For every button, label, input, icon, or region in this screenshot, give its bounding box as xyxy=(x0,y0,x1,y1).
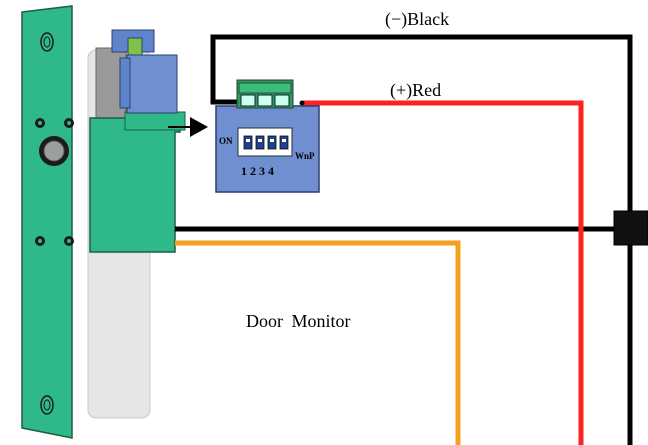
top-slot-hole xyxy=(40,32,54,52)
terminal-screws xyxy=(240,94,290,107)
connection-arrow-icon xyxy=(190,117,208,137)
bottom-slot-hole xyxy=(40,395,54,415)
black-wire-top xyxy=(210,34,633,445)
lock-bracket xyxy=(89,117,181,253)
red-wire-label: (+)Red xyxy=(390,80,441,101)
wire-junction-block xyxy=(613,210,648,246)
faceplate-screws xyxy=(35,118,74,246)
solenoid-body xyxy=(126,54,178,114)
red-terminal-dot xyxy=(299,100,305,106)
door-monitor-label: Door Monitor xyxy=(246,311,351,331)
black-wire-label: (−)Black xyxy=(385,9,449,30)
dip-switches xyxy=(243,135,289,150)
red-wire xyxy=(303,100,584,445)
dip-on-label: ON xyxy=(219,136,233,146)
dip-wnp-label: WnP xyxy=(295,151,315,161)
faceplate-holes xyxy=(40,32,54,415)
door-monitor-wire xyxy=(175,240,461,445)
dip-switch-numbers: 1234 xyxy=(241,164,277,178)
mounting-faceplate xyxy=(21,5,73,439)
